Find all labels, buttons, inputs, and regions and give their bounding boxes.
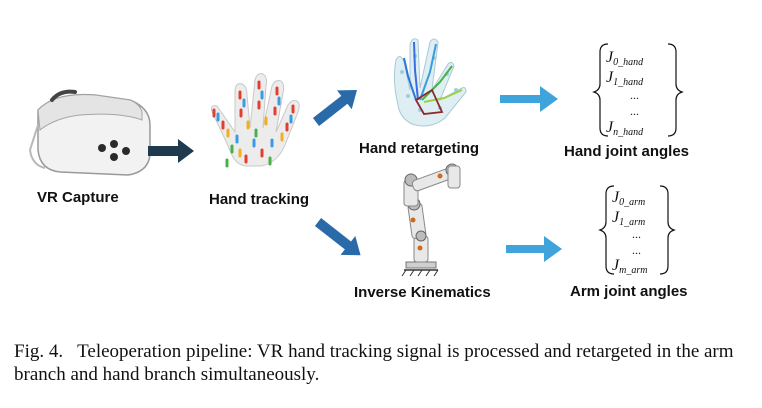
hand-vec-entry-4: Jn_hand (606, 119, 644, 138)
hand-vec-entry-1: J1_hand (606, 69, 644, 88)
hand-joint-vector: J0_hand J1_hand ... ... Jn_hand (592, 43, 684, 138)
retargeted-hand-icon (393, 38, 467, 127)
diagram-canvas: J0_hand J1_hand ... ... Jn_hand J0_arm J… (28, 38, 684, 277)
arrow-ik-to-arm-angles (506, 236, 562, 262)
figure-number: Fig. 4. (14, 341, 64, 362)
arm-vec-entry-3: ... (632, 243, 641, 257)
arm-joint-vector: J0_arm J1_arm ... ... Jm_arm (598, 185, 676, 276)
hand-retargeting-label: Hand retargeting (359, 140, 480, 157)
hand-vec-entry-0: J0_hand (606, 49, 644, 68)
hand-vec-entry-3: ... (630, 104, 639, 118)
arm-joint-angles-label: Arm joint angles (570, 283, 688, 300)
inverse-kinematics-label: Inverse Kinematics (354, 284, 491, 301)
caption-text: Teleoperation pipeline: VR hand tracking… (14, 341, 734, 385)
tracked-hand-icon (211, 73, 300, 168)
hand-tracking-label: Hand tracking (209, 191, 310, 208)
vr-headset-icon (28, 89, 151, 176)
figure-caption: Fig. 4.Teleoperation pipeline: VR hand t… (14, 340, 754, 386)
arrow-retargeting-to-hand-angles (500, 86, 558, 112)
arm-vec-entry-2: ... (632, 227, 641, 241)
hand-joint-angles-label: Hand joint angles (564, 143, 690, 160)
arm-vec-entry-0: J0_arm (612, 189, 645, 208)
vr-capture-label: VR Capture (37, 189, 119, 206)
arrow-tracking-to-retargeting (312, 89, 357, 126)
arrow-tracking-to-ik (314, 218, 361, 256)
robot-arm-icon (401, 163, 461, 277)
arm-vec-entry-4: Jm_arm (612, 257, 647, 276)
hand-vec-entry-2: ... (630, 88, 639, 102)
arm-vec-entry-1: J1_arm (612, 209, 645, 228)
arrow-vr-to-tracking (148, 139, 194, 163)
